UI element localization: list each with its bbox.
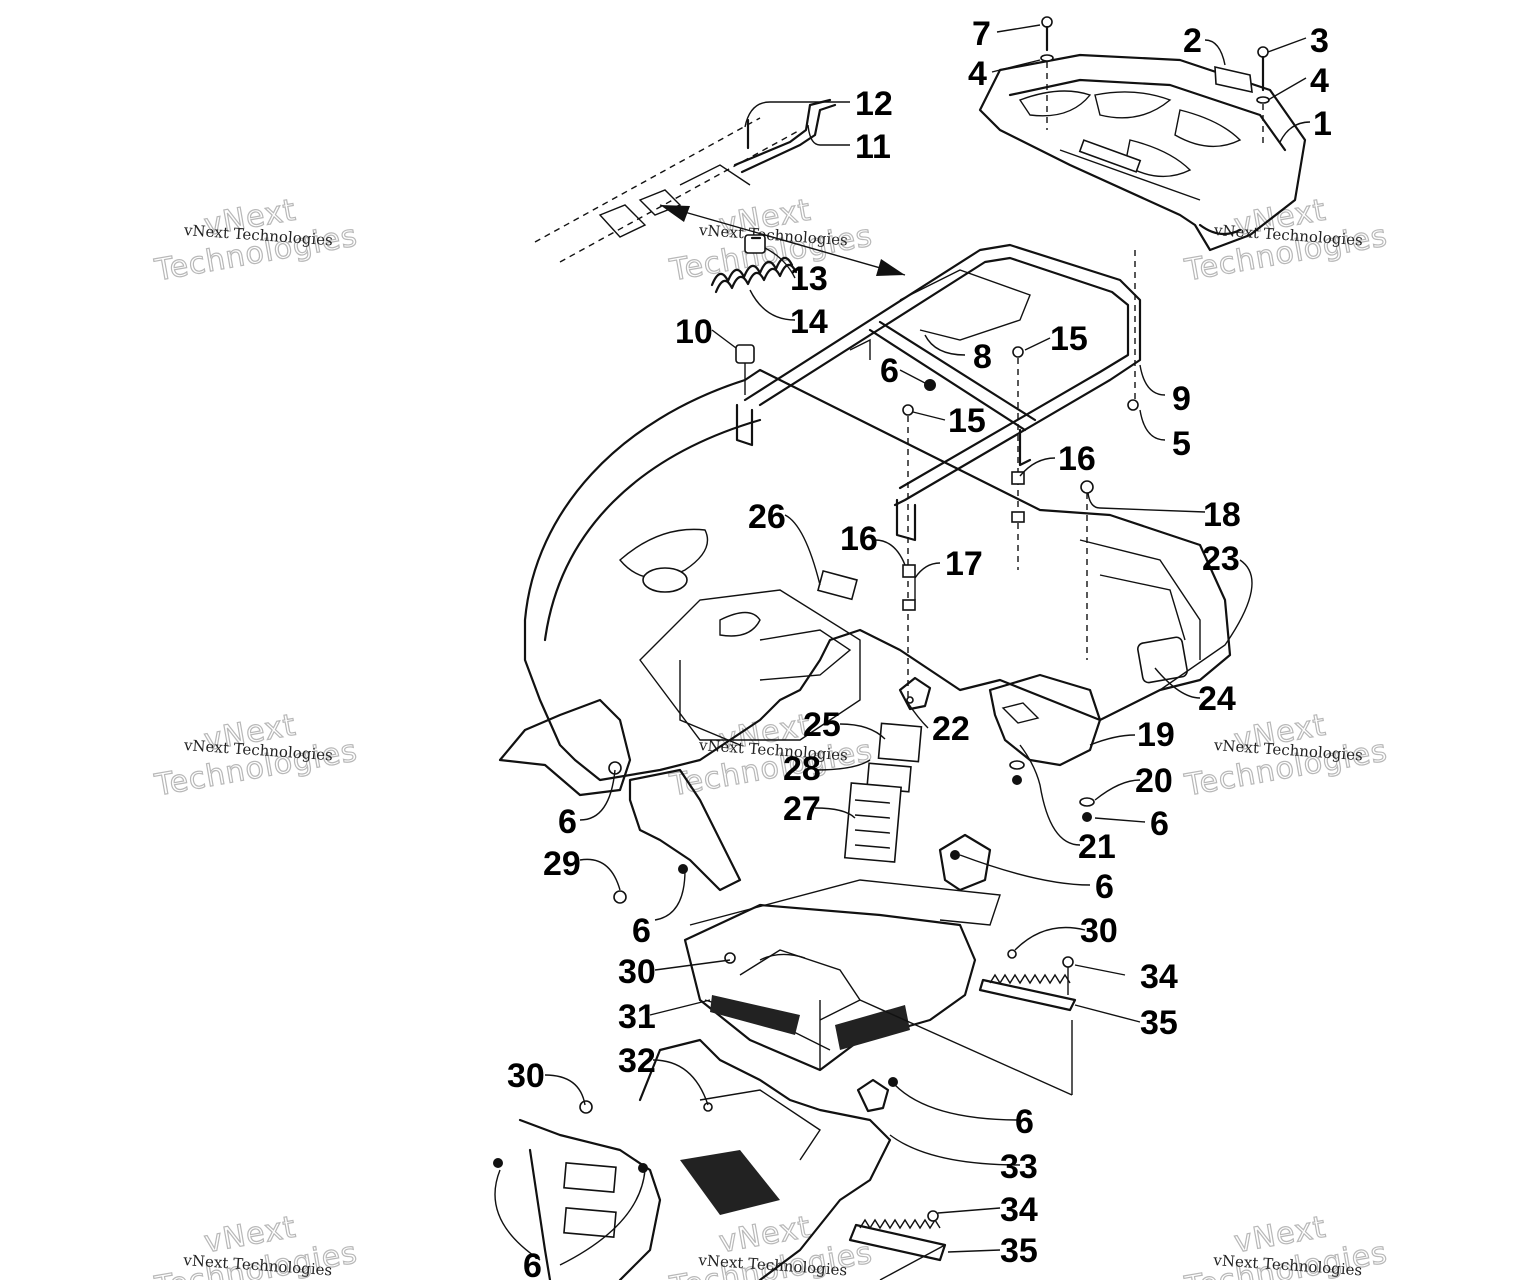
bolt-7 xyxy=(1040,16,1054,130)
callout-label: 6 xyxy=(632,912,651,950)
callout-label: 7 xyxy=(972,15,991,53)
decal-2 xyxy=(1214,65,1253,94)
callout-label: 10 xyxy=(675,313,713,351)
callout-label: 35 xyxy=(1000,1232,1038,1270)
callout-label: 6 xyxy=(558,803,577,841)
spring xyxy=(710,256,798,294)
floorboard xyxy=(683,903,1017,1072)
callout-label: 34 xyxy=(1000,1191,1038,1229)
callout-label: 12 xyxy=(855,85,893,123)
callout-label: 13 xyxy=(790,260,828,298)
callout-label: 29 xyxy=(543,845,581,883)
callout-label: 17 xyxy=(945,545,983,583)
callout-label: 9 xyxy=(1172,380,1191,418)
callout-label: 1 xyxy=(1313,105,1332,143)
bolt-15 xyxy=(902,346,1024,700)
hardware-10 xyxy=(735,344,755,395)
callout-label: 6 xyxy=(1015,1103,1034,1141)
callout-label: 27 xyxy=(783,790,821,828)
callout-label: 2 xyxy=(1183,22,1202,60)
callout-label: 4 xyxy=(1310,62,1329,100)
callout-label: 30 xyxy=(507,1057,545,1095)
callout-label: 22 xyxy=(932,710,970,748)
rack-frame xyxy=(735,243,1142,542)
callout-label: 15 xyxy=(1050,320,1088,358)
right-panel xyxy=(898,673,1102,822)
frame-rail-dashed xyxy=(534,117,801,263)
callout-label: 18 xyxy=(1203,496,1241,534)
callout-label: 34 xyxy=(1140,958,1178,996)
callout-label: 8 xyxy=(973,338,992,376)
bolt-3 xyxy=(1256,46,1270,145)
callout-label: 28 xyxy=(783,750,821,788)
latch-pin xyxy=(733,98,837,174)
latch xyxy=(744,234,766,254)
nut xyxy=(924,379,936,391)
direction-arrow xyxy=(659,204,906,276)
callout-label: 3 xyxy=(1310,22,1329,60)
nut-5 xyxy=(1127,399,1139,411)
watermark-layer: vNext Technologies vNext Technologies vN… xyxy=(151,192,1391,1280)
callout-label: 30 xyxy=(618,953,656,991)
callout-label: 11 xyxy=(855,128,891,166)
callout-label: 6 xyxy=(880,352,899,390)
callout-label: 6 xyxy=(1095,868,1114,906)
leader-lines xyxy=(494,24,1311,1280)
decals xyxy=(843,722,923,863)
rack-seat xyxy=(978,53,1307,252)
callout-label: 4 xyxy=(968,55,987,93)
callout-label: 25 xyxy=(803,706,841,744)
callout-label: 19 xyxy=(1137,716,1175,754)
callout-label: 32 xyxy=(618,1042,656,1080)
callout-label: 35 xyxy=(1140,1004,1178,1042)
callout-label: 30 xyxy=(1080,912,1118,950)
callout-label: 15 xyxy=(948,402,986,440)
callout-label: 6 xyxy=(1150,805,1169,843)
footrest-lower xyxy=(848,1210,947,1262)
callout-label: 31 xyxy=(618,998,656,1036)
callout-label: 5 xyxy=(1172,425,1191,463)
bolt-18 xyxy=(1080,480,1094,660)
footrest-upper xyxy=(978,956,1077,1012)
callout-label: 33 xyxy=(1000,1148,1038,1186)
callout-labels: 7 4 2 3 4 1 12 11 13 14 10 6 8 15 9 5 15… xyxy=(507,15,1332,1280)
callout-label: 24 xyxy=(1198,680,1236,718)
callout-label: 16 xyxy=(1058,440,1096,478)
callout-label: 23 xyxy=(1202,540,1240,578)
lower-fender xyxy=(493,1038,898,1280)
callout-label: 20 xyxy=(1135,762,1173,800)
callout-label: 16 xyxy=(840,520,878,558)
callout-label: 14 xyxy=(790,303,828,341)
rear-fender xyxy=(523,368,1232,782)
callout-label: 6 xyxy=(523,1247,542,1280)
lower-bracket xyxy=(689,833,1001,926)
callout-label: 26 xyxy=(748,498,786,536)
callout-label: 21 xyxy=(1078,828,1116,866)
